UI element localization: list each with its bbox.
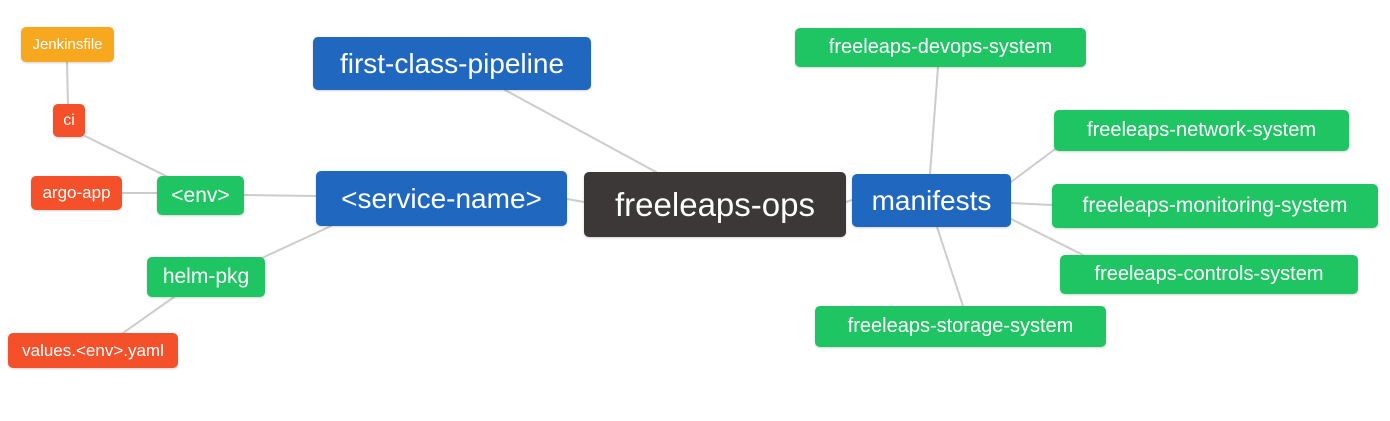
- edge-service-name-ops: [566, 198, 585, 203]
- edge-service-name-helm-pkg: [261, 225, 332, 259]
- node-jenkinsfile[interactable]: Jenkinsfile: [21, 27, 114, 62]
- edge-manifests-devops: [929, 66, 939, 175]
- edge-jenkinsfile-ci: [66, 61, 69, 105]
- node-freeleaps-monitoring-system[interactable]: freeleaps-monitoring-system: [1052, 184, 1378, 228]
- node-manifests[interactable]: manifests: [852, 174, 1011, 227]
- node-values-env-yaml[interactable]: values.<env>.yaml: [8, 333, 178, 368]
- edge-manifests-monitoring: [1010, 202, 1053, 206]
- node-freeleaps-devops-system[interactable]: freeleaps-devops-system: [795, 28, 1086, 67]
- node-argo-app[interactable]: argo-app: [31, 176, 122, 210]
- node-helm-pkg[interactable]: helm-pkg: [147, 257, 265, 297]
- edge-ops-manifests: [845, 199, 853, 203]
- edge-fcp-ops: [504, 89, 657, 173]
- edge-manifests-controls: [1010, 218, 1086, 257]
- edge-manifests-storage: [936, 226, 964, 307]
- node-first-class-pipeline[interactable]: first-class-pipeline: [313, 37, 591, 90]
- edge-manifests-network: [1010, 146, 1059, 183]
- node-service-name[interactable]: <service-name>: [316, 171, 567, 226]
- edge-ci-env: [84, 135, 169, 178]
- node-freeleaps-storage-system[interactable]: freeleaps-storage-system: [815, 306, 1106, 347]
- node-freeleaps-controls-system[interactable]: freeleaps-controls-system: [1060, 255, 1358, 294]
- node-freeleaps-network-system[interactable]: freeleaps-network-system: [1054, 110, 1349, 151]
- edge-env-service-name: [243, 194, 317, 197]
- node-ci[interactable]: ci: [53, 104, 85, 137]
- node-freeleaps-ops-root[interactable]: freeleaps-ops: [584, 172, 846, 237]
- node-env[interactable]: <env>: [157, 176, 244, 215]
- edge-helm-pkg-values-yaml: [122, 296, 175, 334]
